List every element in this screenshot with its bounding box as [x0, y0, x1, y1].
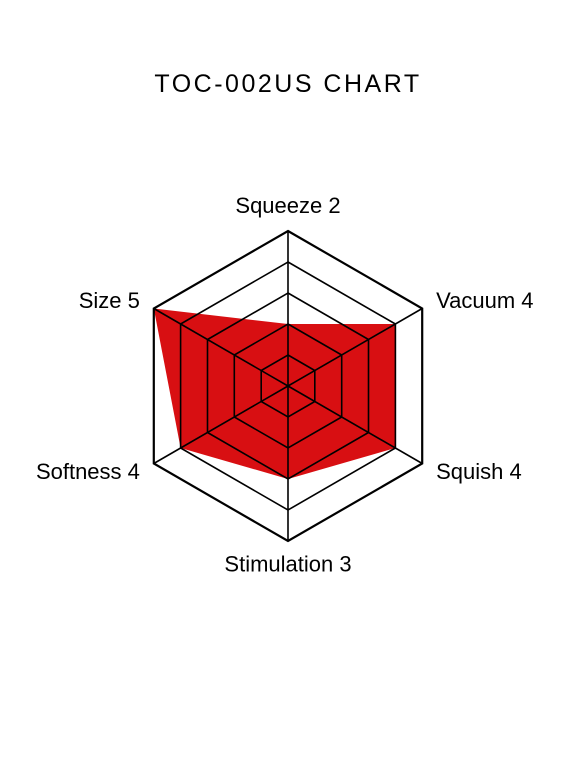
axis-label-softness: Softness 4	[36, 459, 140, 484]
axis-label-vacuum: Vacuum 4	[436, 288, 533, 313]
chart-title: TOC-002US CHART	[154, 70, 422, 98]
axis-label-squish: Squish 4	[436, 459, 522, 484]
axis-label-size: Size 5	[79, 288, 140, 313]
axis-label-stimulation: Stimulation 3	[224, 552, 351, 577]
axis-spoke-softness	[153, 385, 289, 465]
axis-label-squeeze: Squeeze 2	[235, 193, 340, 218]
axis-spoke-squish	[287, 385, 423, 465]
axis-spoke-vacuum	[287, 307, 423, 387]
axis-spoke-size	[153, 307, 289, 387]
grid-layer	[152, 229, 424, 543]
label-layer: Squeeze 2 Vacuum 4 Squish 4 Stimulation 3 So…	[36, 193, 534, 577]
